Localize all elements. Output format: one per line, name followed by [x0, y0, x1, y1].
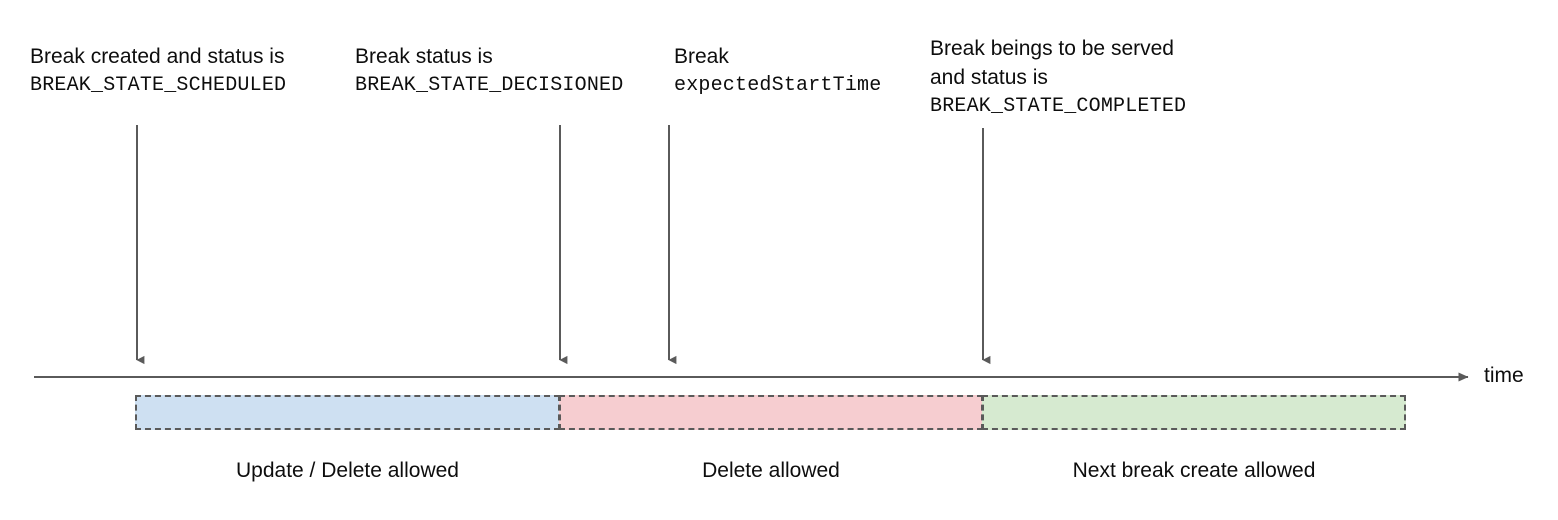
phase-caption-delete: Delete allowed: [702, 459, 840, 482]
annotation-line: Break: [674, 45, 729, 68]
annotation-line-code: BREAK_STATE_COMPLETED: [930, 95, 1187, 118]
phase-bar-update-delete: [135, 395, 560, 430]
phase-caption-next-break-create: Next break create allowed: [1072, 459, 1316, 482]
annotation-expected-start-time: Break expectedStartTime: [674, 42, 881, 100]
annotation-line-code: BREAK_STATE_DECISIONED: [355, 74, 624, 97]
annotation-scheduled: Break created and status is BREAK_STATE_…: [30, 42, 286, 100]
phase-bar-delete: [559, 395, 983, 430]
annotation-completed: Break beings to be served and status is …: [930, 34, 1186, 121]
annotation-line: Break created and status is: [30, 45, 285, 68]
annotation-line: Break beings to be served: [930, 37, 1174, 60]
phase-caption-update-delete: Update / Delete allowed: [236, 459, 459, 482]
time-axis-label: time: [1484, 364, 1524, 387]
phase-bar-next-break-create: [982, 395, 1406, 430]
annotation-decisioned: Break status is BREAK_STATE_DECISIONED: [355, 42, 623, 100]
annotation-line-code: BREAK_STATE_SCHEDULED: [30, 74, 287, 97]
annotation-line-code: expectedStartTime: [674, 74, 882, 97]
annotation-line: and status is: [930, 66, 1048, 89]
annotation-line: Break status is: [355, 45, 493, 68]
